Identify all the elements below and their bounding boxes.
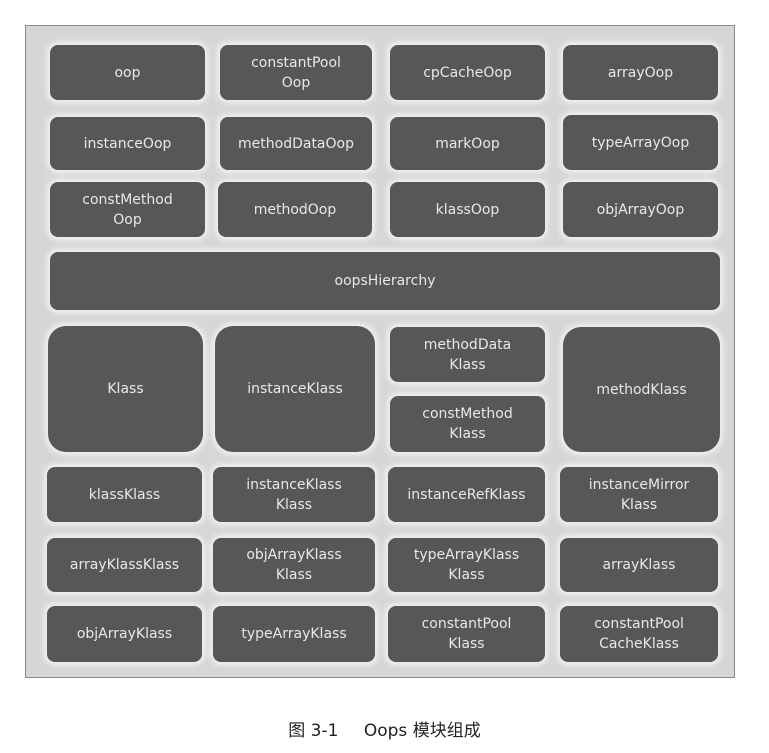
box-constmethodoop: constMethod Oop — [50, 182, 205, 237]
box-typearrayklassklass: typeArrayKlass Klass — [388, 538, 545, 592]
box-instanceklassklass: instanceKlass Klass — [213, 467, 375, 522]
box-oopshierarchy: oopsHierarchy — [50, 252, 720, 310]
box-objarrayklassklass: objArrayKlass Klass — [213, 538, 375, 592]
box-methodoop: methodOop — [218, 182, 372, 237]
box-arrayklass: arrayKlass — [560, 538, 718, 592]
box-cpcacheoop: cpCacheOop — [390, 45, 545, 100]
box-constantpoolcacheklass: constantPool CacheKlass — [560, 606, 718, 662]
box-typearrayoop: typeArrayOop — [563, 115, 718, 170]
caption-title: Oops 模块组成 — [363, 721, 481, 741]
box-klass: Klass — [48, 326, 203, 452]
box-objarrayoop: objArrayOop — [563, 182, 718, 237]
box-methoddataoop: methodDataOop — [220, 117, 372, 170]
box-constmethodklass: constMethod Klass — [390, 396, 545, 452]
box-instancemirrorklass: instanceMirror Klass — [560, 467, 718, 522]
caption-number: 图 3-1 — [288, 721, 339, 741]
box-instancerefklass: instanceRefKlass — [388, 467, 545, 522]
box-typearrayklass: typeArrayKlass — [213, 606, 375, 662]
box-constantpooloop: constantPool Oop — [220, 45, 372, 100]
box-methoddataklass: methodData Klass — [390, 327, 545, 382]
box-klassoop: klassOop — [390, 182, 545, 237]
box-instanceklass: instanceKlass — [215, 326, 375, 452]
box-methodklass: methodKlass — [563, 327, 720, 452]
box-klassklass: klassKlass — [47, 467, 202, 522]
box-objarrayklass: objArrayKlass — [47, 606, 202, 662]
box-markoop: markOop — [390, 117, 545, 170]
figure-caption: 图 3-1 Oops 模块组成 — [0, 716, 769, 741]
box-oop: oop — [50, 45, 205, 100]
box-arrayoop: arrayOop — [563, 45, 718, 100]
box-constantpoolklass: constantPool Klass — [388, 606, 545, 662]
box-arrayklassklass: arrayKlassKlass — [47, 538, 202, 592]
box-instanceoop: instanceOop — [50, 117, 205, 170]
